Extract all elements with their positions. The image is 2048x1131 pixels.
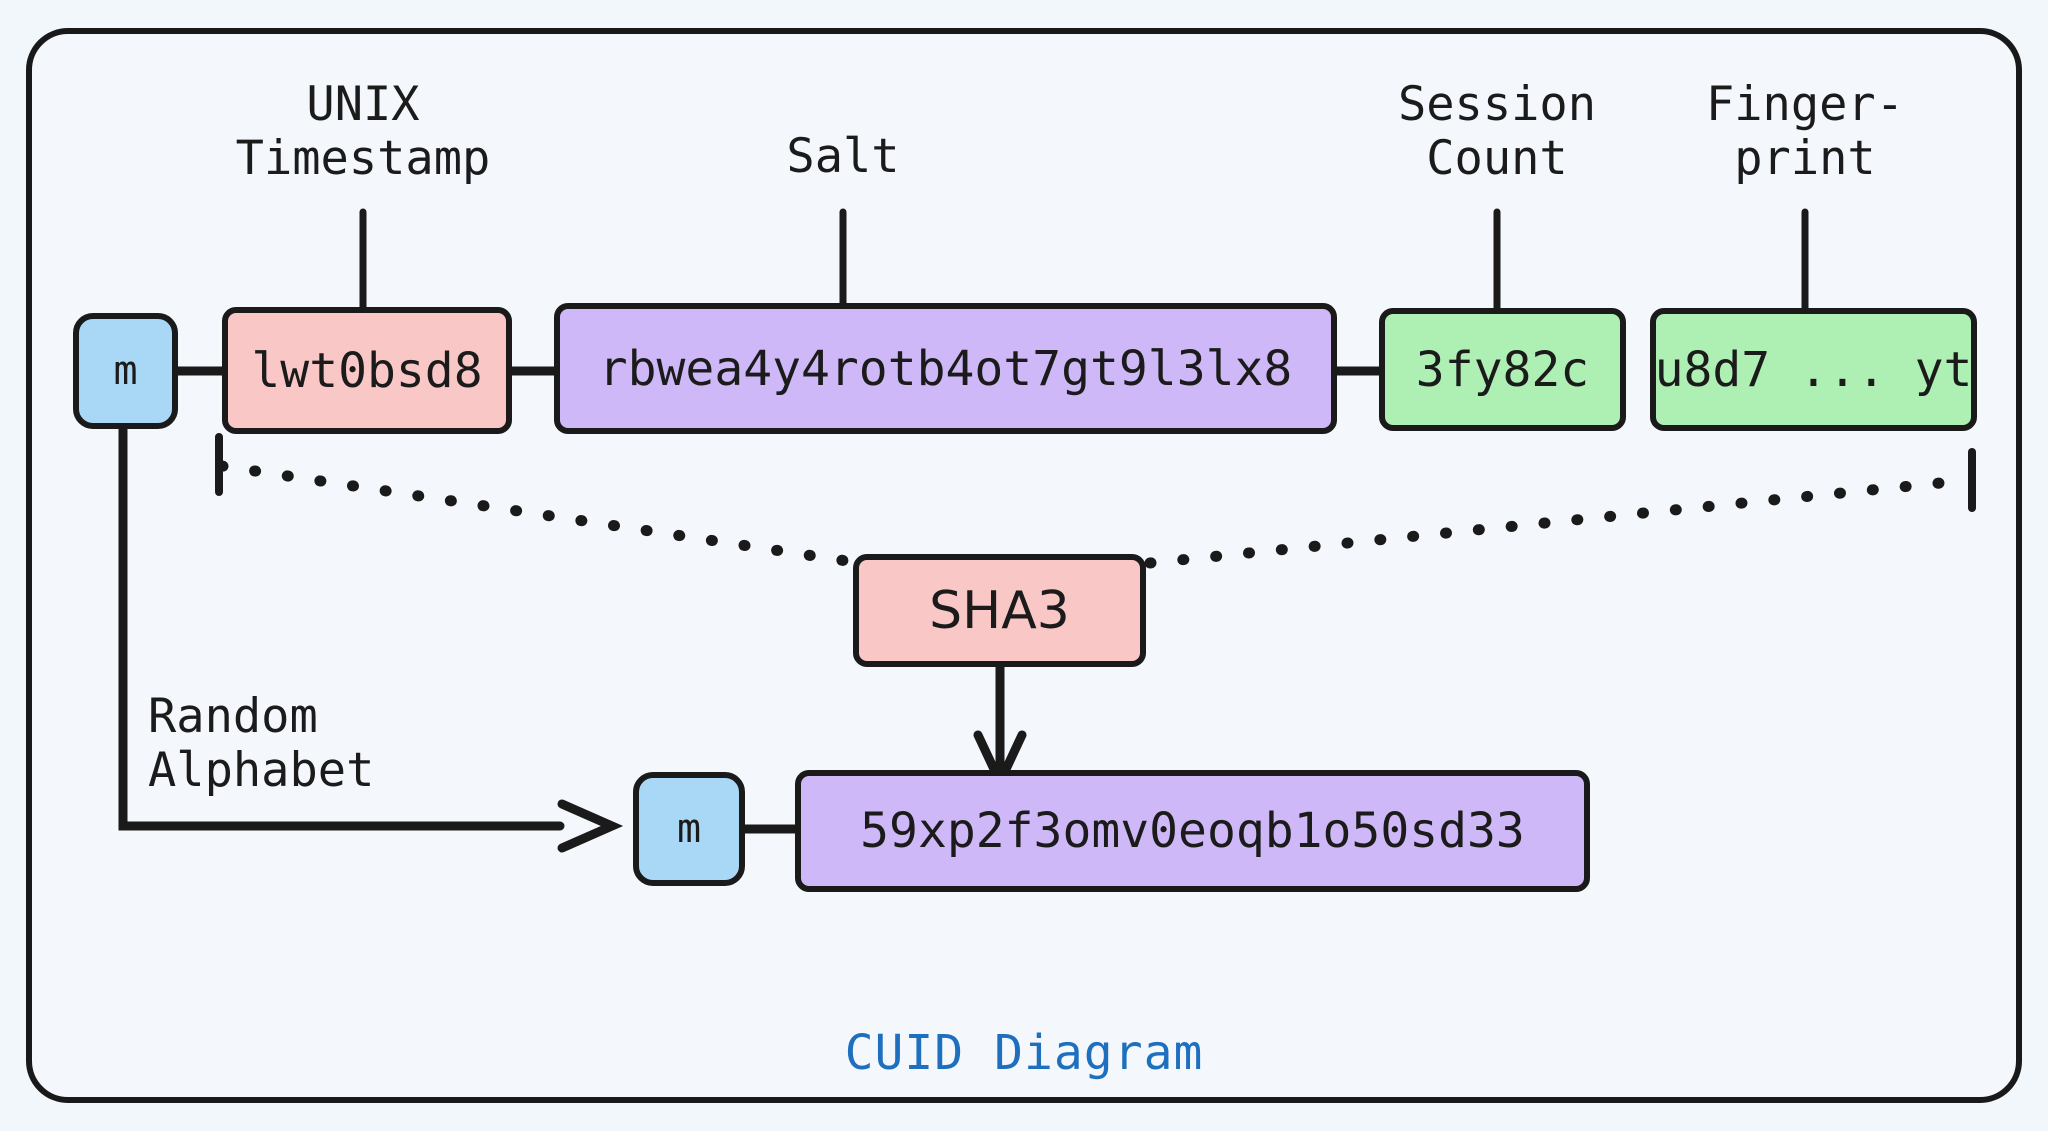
node-timestamp[interactable]: lwt0bsd8	[222, 307, 512, 434]
label-session-count: Session Count	[1397, 77, 1597, 187]
node-session-count[interactable]: 3fy82c	[1379, 308, 1626, 431]
node-prefix-m-bottom[interactable]: m	[633, 772, 745, 886]
label-salt: Salt	[786, 129, 900, 184]
label-unix-timestamp: UNIX Timestamp	[235, 77, 491, 187]
node-salt[interactable]: rbwea4y4rotb4ot7gt9l3lx8	[554, 303, 1337, 434]
diagram-title: CUID Diagram	[844, 1025, 1204, 1081]
node-fingerprint[interactable]: u8d7 ... yt	[1650, 308, 1977, 431]
label-random-alphabet: Random Alphabet	[148, 689, 375, 799]
node-prefix-m-top[interactable]: m	[73, 313, 178, 429]
label-fingerprint: Finger- print	[1705, 77, 1905, 187]
node-sha3[interactable]: SHA3	[853, 554, 1146, 667]
node-cuid-output[interactable]: 59xp2f3omv0eoqb1o50sd33	[795, 770, 1590, 892]
